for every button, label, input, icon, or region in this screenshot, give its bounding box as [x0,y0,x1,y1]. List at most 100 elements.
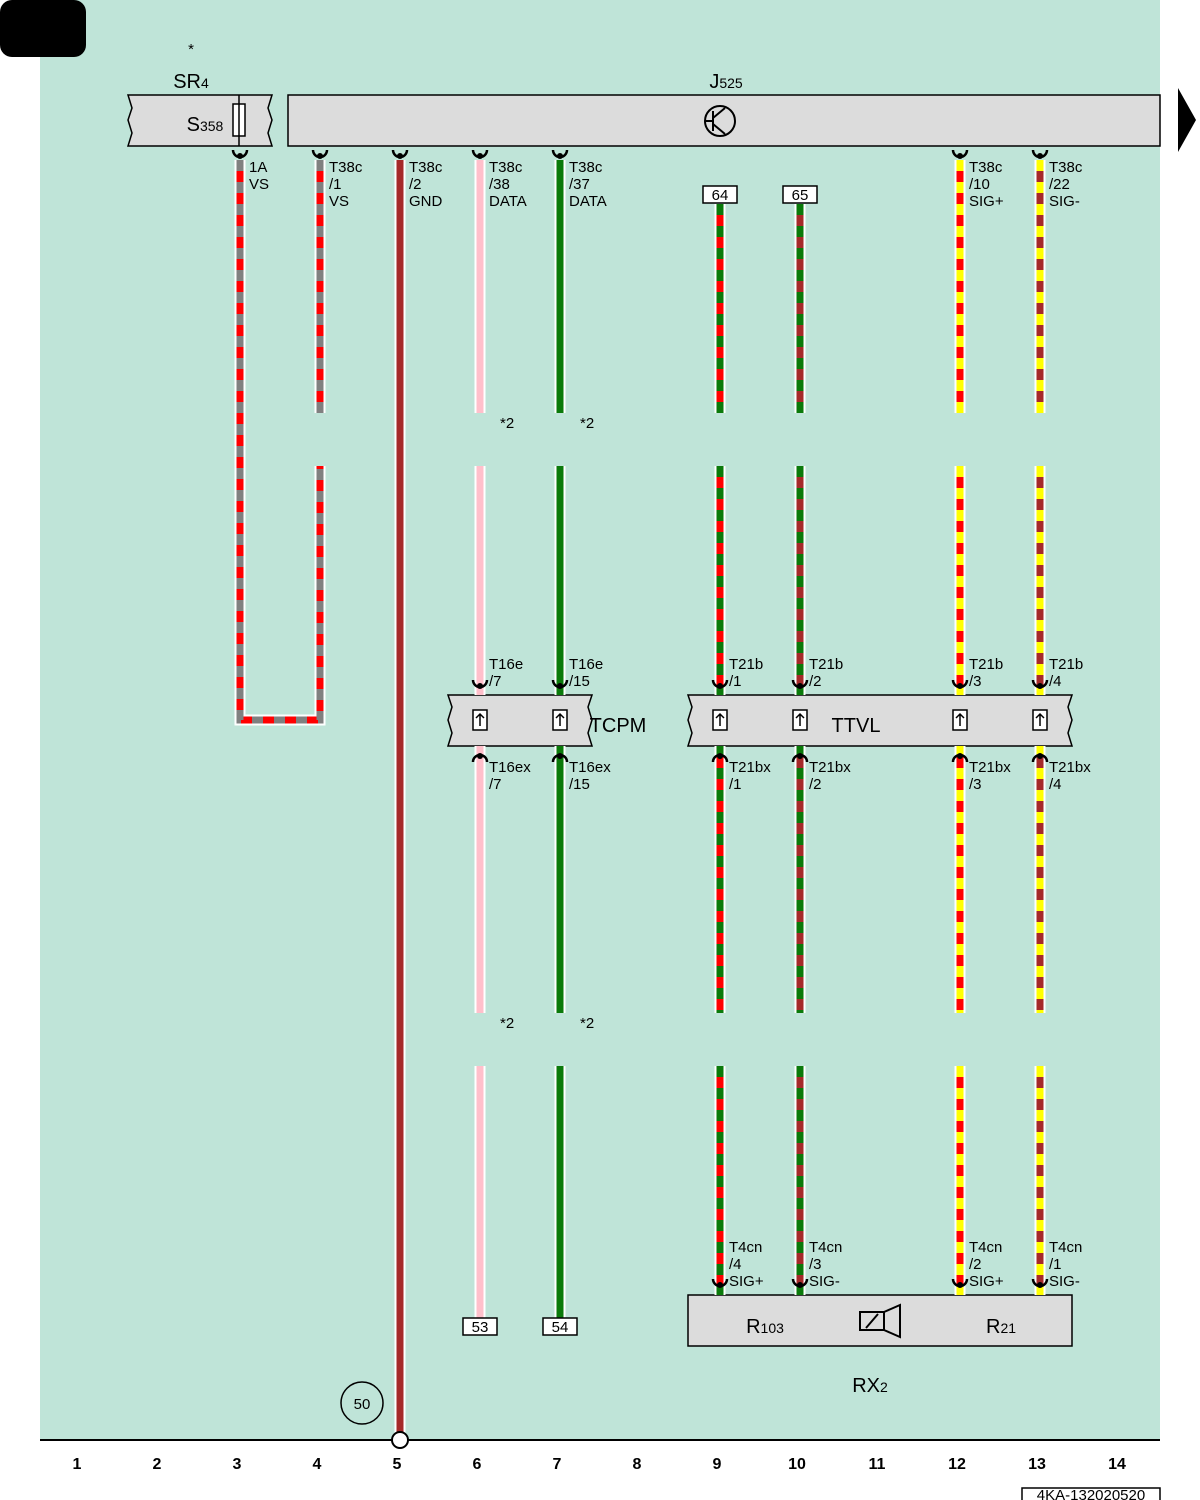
pin-label: DATA [569,193,607,210]
pin-label: T21b [969,656,1003,673]
break-note: *2 [500,415,514,432]
pin-label: T21b [1049,656,1083,673]
rx2-label: RX2 [852,1375,888,1397]
ref-box-65: 65 [782,185,818,204]
speaker-icon [859,1303,901,1339]
pin-label: /1 [729,776,742,793]
pin-label: SIG- [809,1273,840,1290]
ttvl-label: TTVL [832,715,881,737]
column-number: 4 [313,1456,322,1473]
pin-label: SIG+ [969,1273,1004,1290]
svg-text:65: 65 [792,187,809,204]
inline-pin-icon [552,709,568,731]
pin-label: GND [409,193,443,210]
pin-label: VS [249,176,269,193]
ground-reference-label: 50 [354,1396,371,1413]
component-rx2 [687,1294,1073,1347]
bottom-pin-labels: T4cn /4 SIG+ T4cn /3 SIG- T4cn /2 SIG+ T… [729,1239,1082,1290]
column-number: 3 [233,1456,242,1473]
pin-label: /15 [569,673,590,690]
pin-label: T38c [489,159,523,176]
column-number: 11 [869,1456,886,1473]
r21-label: R21 [986,1316,1016,1338]
connector-pin [551,753,569,763]
pin-label: T21b [809,656,843,673]
pin-label: /7 [489,673,502,690]
pin-label: /7 [489,776,502,793]
pin-label: /10 [969,176,990,193]
connector-pin [391,149,409,159]
pin-label: SIG+ [729,1273,764,1290]
connector-pin [1031,149,1049,159]
tcpm-label: TCPM [590,715,647,737]
ref-box-54: 54 [542,1317,578,1336]
pin-label: T38c [569,159,603,176]
pin-label: SIG- [1049,1273,1080,1290]
pin-label: T4cn [729,1239,762,1256]
pin-label: /3 [809,1256,822,1273]
pin-label: T21bx [969,759,1011,776]
doc-code: 4KA-132020520 [1021,1487,1161,1500]
pin-label: T38c [409,159,443,176]
inline-pin-icon [472,709,488,731]
pin-label: /37 [569,176,590,193]
inline-pin-icon [792,709,808,731]
pin-label: /22 [1049,176,1070,193]
connector-pin [231,149,249,159]
column-number: 7 [553,1456,562,1473]
column-numbers: 1 2 3 4 5 6 7 8 9 10 11 12 13 14 [73,1456,1126,1473]
pin-label: /3 [969,673,982,690]
pin-label: /2 [809,776,822,793]
pin-label: T38c [969,159,1003,176]
pin-label: T4cn [1049,1239,1082,1256]
ground-reference: 50 [340,1381,384,1425]
pin-label: T21b [729,656,763,673]
pin-label: /1 [729,673,742,690]
pin-label: T16ex [569,759,611,776]
wires-group [234,160,1046,1440]
svg-text:64: 64 [712,187,729,204]
pin-label: /38 [489,176,510,193]
pin-label: T21bx [1049,759,1091,776]
pin-label: /15 [569,776,590,793]
page-tab [0,0,86,57]
r103-label: R103 [746,1316,784,1338]
pin-label: T16e [489,656,523,673]
component-s358 [126,94,274,147]
transistor-icon [704,105,736,137]
column-number: 1 [73,1456,82,1473]
connector-pin [471,149,489,159]
pin-label: DATA [489,193,527,210]
column-number: 13 [1028,1456,1046,1473]
pin-label: /2 [969,1256,982,1273]
connector-pin [791,753,809,763]
column-number: 8 [633,1456,642,1473]
connectors-group [231,149,1049,1288]
inline-pin-icon [1032,709,1048,731]
svg-text:54: 54 [552,1319,569,1336]
top-pin-labels: 1A VS T38c /1 VS T38c /2 GND T38c /38 DA… [249,159,1083,210]
pin-label: T16e [569,656,603,673]
inline-pin-icon [952,709,968,731]
connector-pin [711,679,729,689]
continue-arrow-icon [1178,88,1196,152]
column-number: 5 [393,1456,402,1473]
pin-label: /4 [1049,673,1062,690]
pin-label: T21bx [729,759,771,776]
connector-pin [951,1278,969,1288]
connector-pin [791,1278,809,1288]
connector-pin [1031,1278,1049,1288]
connector-pin [311,149,329,159]
ref-box-64: 64 [702,185,738,204]
connector-pin [551,679,569,689]
inline-pin-icon [712,709,728,731]
connector-pin [951,149,969,159]
pin-label: /4 [729,1256,742,1273]
pin-label: 1A [249,159,267,176]
pin-label: /2 [809,673,822,690]
connector-pin [1031,753,1049,763]
column-number: 2 [153,1456,162,1473]
pin-label: T38c [329,159,363,176]
column-number: 6 [473,1456,482,1473]
component-tcpm [446,694,594,747]
